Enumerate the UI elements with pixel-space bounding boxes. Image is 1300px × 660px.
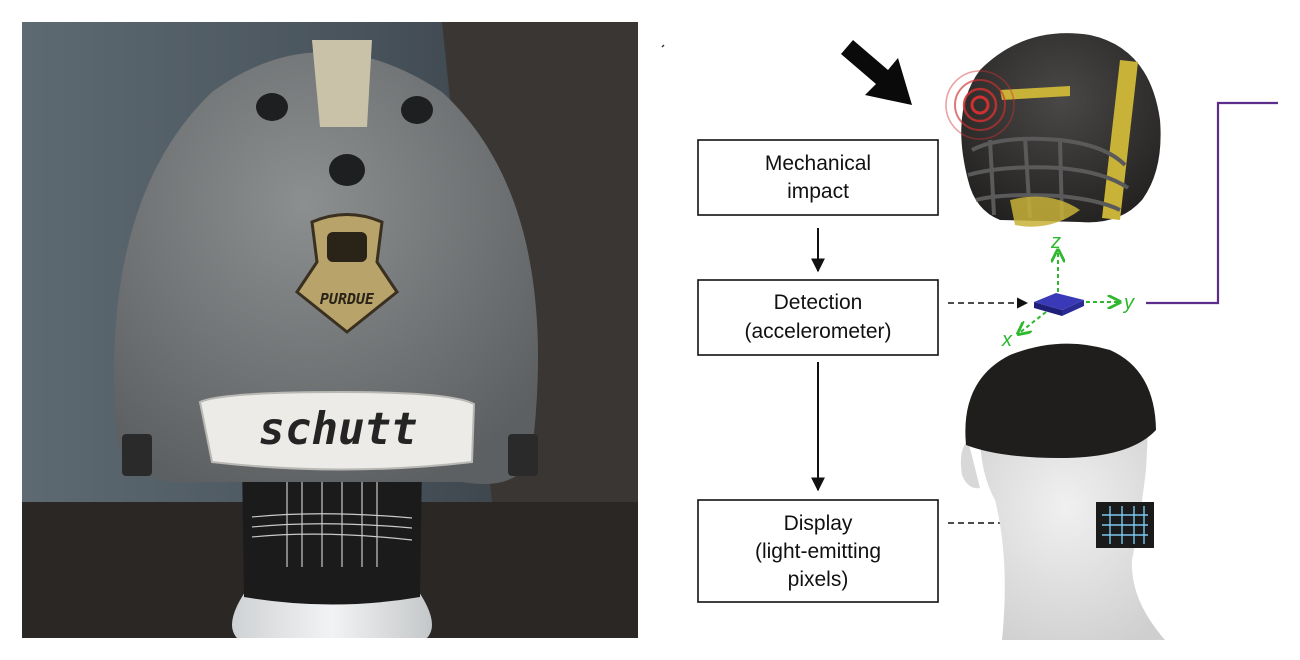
accelerometer-chip-side (1034, 302, 1062, 316)
schutt-bumper: schutt (198, 390, 476, 471)
box-line: Mechanical (765, 152, 871, 175)
detection-box: Detection (accelerometer) (697, 279, 939, 356)
accelerometer-chip-icon (1034, 293, 1084, 310)
helmet-illustration (945, 33, 1161, 227)
display-box: Display (light-emitting pixels) (697, 499, 939, 603)
box-line: impact (787, 180, 849, 203)
y-axis-label: y (1122, 292, 1135, 314)
flow-diagram: Mechanical impact Detection (acceleromet… (661, 33, 1278, 640)
impact-arrow-icon (841, 40, 912, 105)
vent-hole (329, 154, 365, 186)
box-line: (accelerometer) (744, 320, 891, 343)
x-axis-label: x (1001, 329, 1013, 351)
brand-text: schutt (259, 404, 418, 455)
z-axis-label: z (1050, 231, 1061, 253)
box-line: Display (784, 512, 853, 535)
mechanical-impact-box: Mechanical impact (697, 139, 939, 216)
vent-hole (256, 93, 288, 121)
helmet-photo: PURDUE schutt (22, 22, 638, 638)
signal-line (1146, 101, 1278, 305)
neck-display-band (242, 462, 422, 605)
x-axis (1018, 311, 1047, 334)
box-line: Detection (774, 291, 863, 314)
neck-display-patch (1096, 502, 1154, 548)
head-cap (965, 343, 1156, 458)
helmet-center-strip (312, 40, 372, 127)
accelerometer-axes: z y x (1001, 231, 1135, 351)
box-line: (light-emitting (755, 540, 881, 563)
purdue-decal: PURDUE (294, 213, 400, 334)
chin-strap-clip (122, 434, 152, 476)
box-line: pixels) (788, 568, 849, 591)
vent-hole (401, 96, 433, 124)
decal-text: PURDUE (320, 290, 375, 308)
accelerometer-chip-side (1062, 300, 1084, 316)
chin-strap-clip (508, 434, 538, 476)
head-illustration (960, 343, 1165, 640)
impact-ripple-icon (945, 70, 1015, 140)
stray-mark (661, 44, 665, 48)
